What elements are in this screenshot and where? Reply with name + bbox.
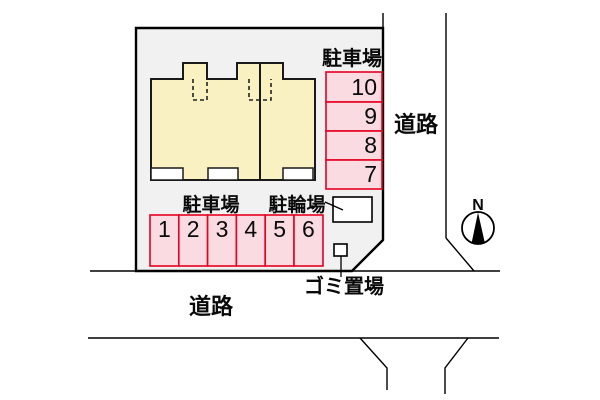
- compass-needle-icon: [471, 212, 485, 244]
- entry-dashed-left: [192, 79, 208, 101]
- entry-dashed-right: [248, 79, 272, 101]
- building: [150, 62, 316, 181]
- garbage-box: [333, 243, 348, 257]
- bicycle-parking: 駐輪場: [268, 193, 373, 223]
- stall-number-3: 3: [216, 216, 229, 242]
- garbage-label: ゴミ置場: [304, 274, 384, 298]
- compass: N: [461, 197, 495, 245]
- parking-stall-9: [325, 101, 383, 132]
- bicycle-pointer-line: [324, 201, 344, 211]
- road-fork-right: [444, 337, 469, 394]
- road-line-right-corner: [445, 237, 475, 272]
- parking-stall-2: [178, 214, 209, 267]
- bicycle-label: 駐輪場: [268, 193, 325, 216]
- road-label-right: 道路: [394, 112, 439, 137]
- parking-stall-6: [293, 214, 324, 267]
- porch-right: [282, 167, 314, 181]
- garbage-station: ゴミ置場: [304, 243, 384, 298]
- stall-number-5: 5: [273, 216, 286, 242]
- parking-stall-8: [325, 130, 383, 161]
- porch-middle: [207, 167, 239, 181]
- stall-number-4: 4: [244, 216, 257, 242]
- parking-right-label: 駐車場: [322, 46, 382, 70]
- stall-number-7: 7: [364, 161, 377, 187]
- parking-stall-4: [235, 214, 266, 267]
- stall-number-9: 9: [364, 103, 377, 129]
- road-fork-left: [359, 337, 388, 390]
- stall-number-1: 1: [158, 216, 171, 242]
- road-label-bottom: 道路: [189, 294, 234, 319]
- stall-number-8: 8: [364, 132, 377, 158]
- bicycle-area-box: [332, 196, 373, 223]
- porch-left: [150, 167, 184, 181]
- parking-right: 駐車場 10 9 8 7: [322, 46, 383, 190]
- parking-bottom: 駐車場 1 2 3 4 5 6: [149, 193, 324, 267]
- compass-north-label: N: [472, 197, 484, 214]
- stall-number-6: 6: [302, 216, 315, 242]
- stall-number-2: 2: [187, 216, 200, 242]
- road-lines: [88, 13, 500, 394]
- stall-number-10: 10: [351, 74, 377, 100]
- building-outline: [150, 62, 316, 181]
- parking-stall-7: [325, 159, 383, 190]
- parking-bottom-label: 駐車場: [182, 193, 239, 216]
